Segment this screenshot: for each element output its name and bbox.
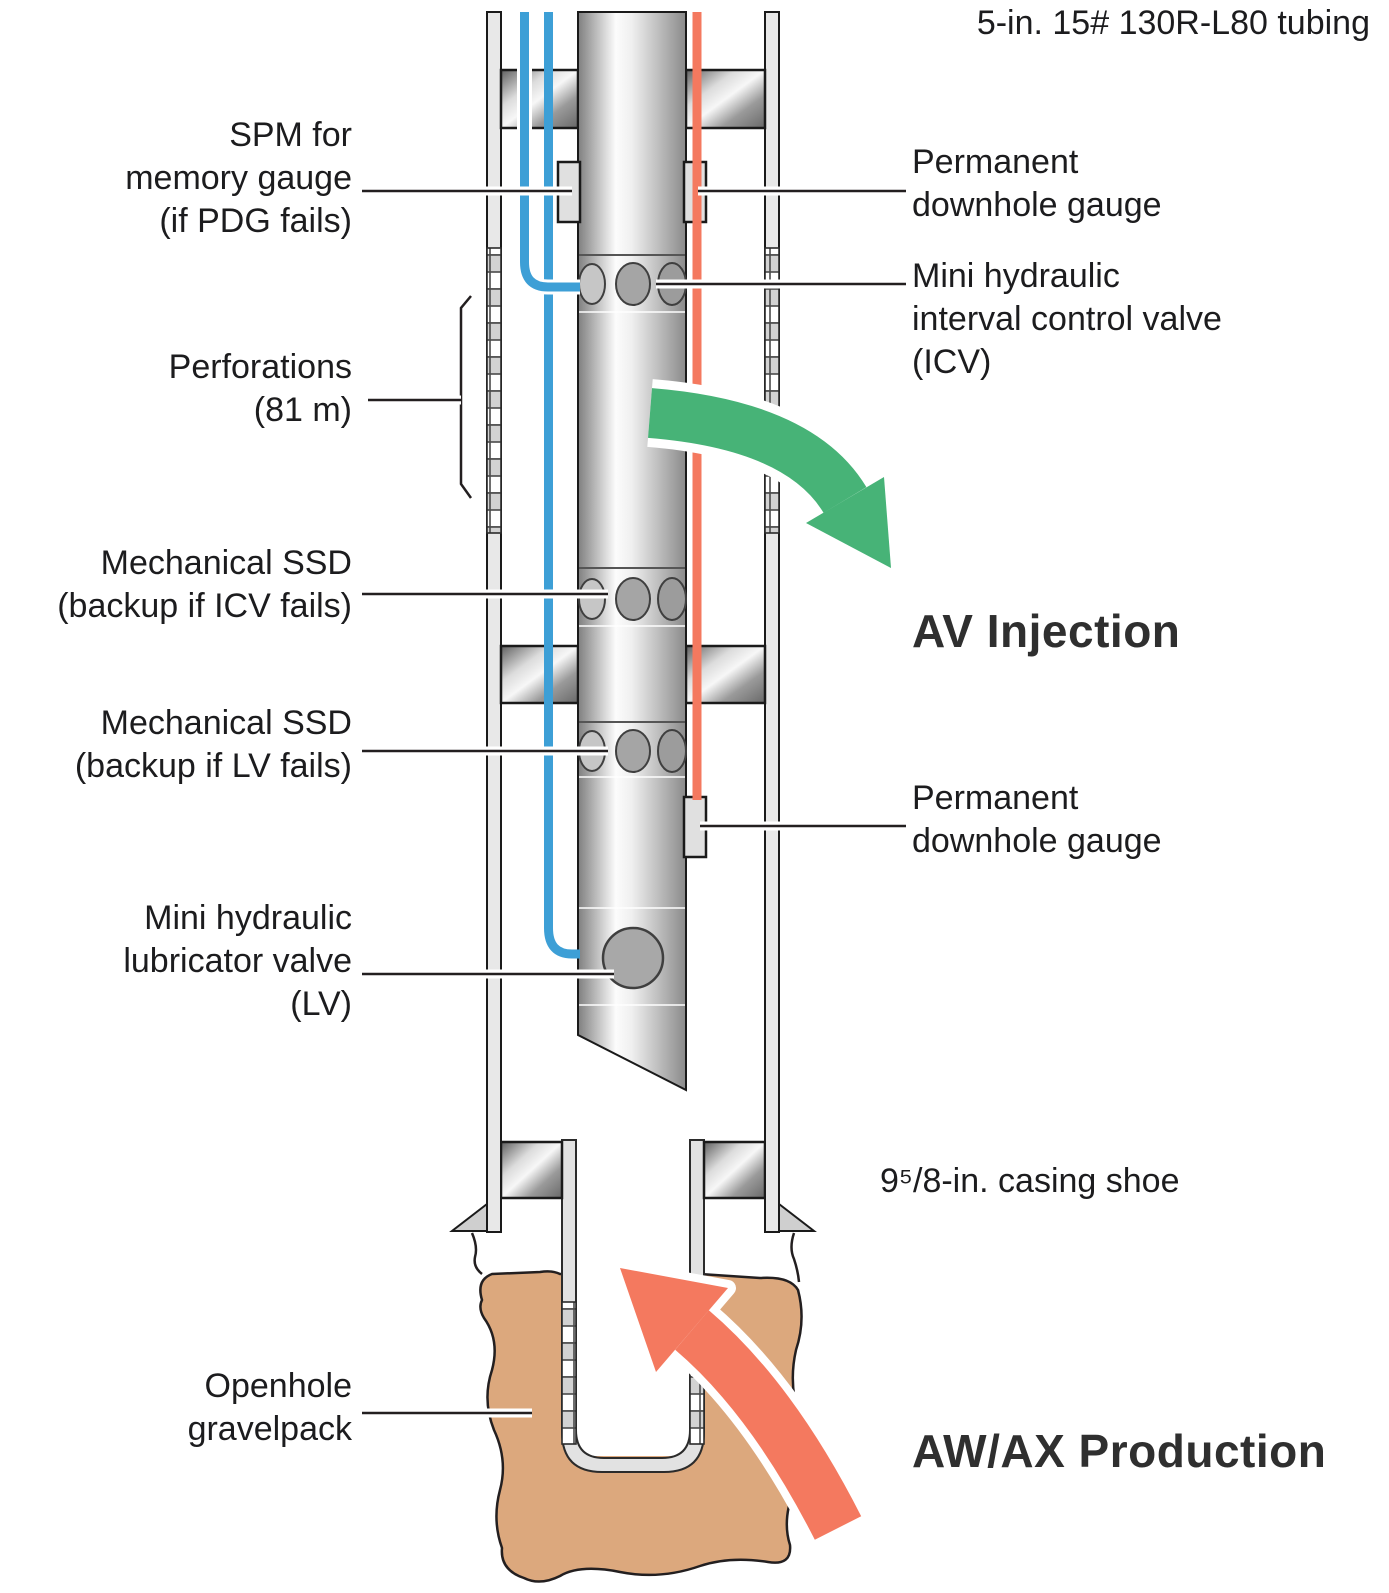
label-pdg-lower: Permanent downhole gauge bbox=[912, 777, 1162, 863]
label-line: memory gauge bbox=[125, 159, 352, 197]
label-line: (LV) bbox=[290, 985, 352, 1023]
label-av-injection: AV Injection bbox=[912, 605, 1181, 657]
label-casing-shoe: 9⁵/8-in. casing shoe bbox=[880, 1162, 1180, 1200]
label-line: Perforations bbox=[168, 348, 352, 386]
control-line-blue-inner bbox=[544, 12, 580, 959]
label-line: (backup if LV fails) bbox=[74, 747, 352, 785]
label-line: downhole gauge bbox=[912, 186, 1162, 224]
label-line: SPM for bbox=[229, 116, 352, 154]
ssd-valve-upper bbox=[578, 577, 687, 621]
label-line: gravelpack bbox=[187, 1410, 352, 1448]
label-line: (81 m) bbox=[253, 391, 352, 429]
label-line: interval control valve bbox=[912, 300, 1222, 338]
label-ssd-icv: Mechanical SSD (backup if ICV fails) bbox=[57, 542, 352, 628]
control-line-blue-outer bbox=[517, 12, 580, 295]
label-ssd-lv: Mechanical SSD (backup if LV fails) bbox=[75, 702, 352, 788]
label-perforations: Perforations (81 m) bbox=[169, 346, 352, 432]
production-arrow bbox=[612, 1260, 869, 1544]
label-icv: Mini hydraulic interval control valve (I… bbox=[912, 255, 1222, 384]
label-line: Permanent bbox=[912, 779, 1079, 817]
lv-valve bbox=[601, 926, 665, 990]
label-line: (ICV) bbox=[912, 343, 992, 381]
label-line: Mini hydraulic bbox=[144, 899, 352, 937]
label-line: Openhole bbox=[204, 1367, 352, 1405]
label-pdg-upper: Permanent downhole gauge bbox=[912, 141, 1162, 227]
label-line: Permanent bbox=[912, 143, 1079, 181]
label-awax-production: AW/AX Production bbox=[912, 1425, 1327, 1477]
tubing-spec-label: 5-in. 15# 130R-L80 tubing bbox=[976, 4, 1370, 42]
leader-lines bbox=[362, 186, 906, 1418]
label-line: (backup if ICV fails) bbox=[57, 587, 352, 625]
label-line: Mechanical SSD bbox=[100, 704, 352, 742]
label-line: (if PDG fails) bbox=[159, 202, 352, 240]
label-line: Mini hydraulic bbox=[912, 257, 1120, 295]
label-lv: Mini hydraulic lubricator valve (LV) bbox=[123, 897, 352, 1026]
label-line: downhole gauge bbox=[912, 822, 1162, 860]
injection-arrow bbox=[647, 379, 899, 576]
perforation-bracket bbox=[459, 295, 473, 499]
casing-shoe bbox=[449, 1140, 817, 1232]
label-line: Mechanical SSD bbox=[100, 544, 352, 582]
label-openhole: Openhole gravelpack bbox=[188, 1365, 352, 1451]
label-line: lubricator valve bbox=[123, 942, 352, 980]
label-spm: SPM for memory gauge (if PDG fails) bbox=[125, 114, 352, 243]
